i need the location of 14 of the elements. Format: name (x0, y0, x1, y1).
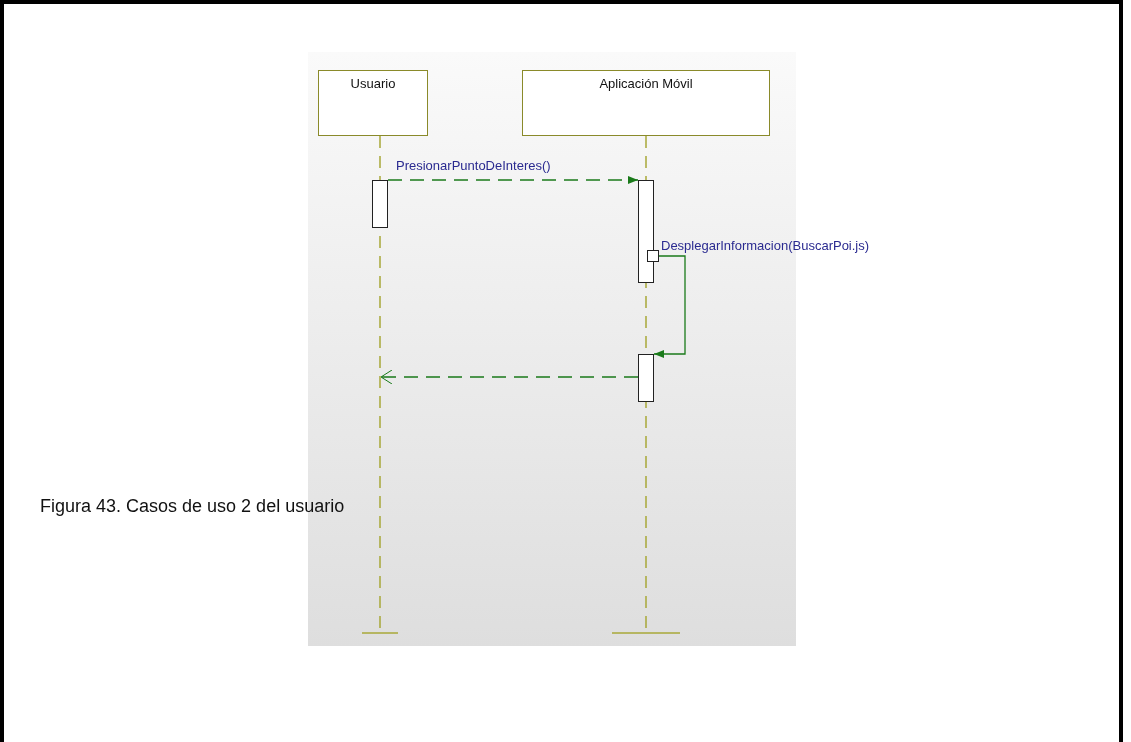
message-arrow (380, 369, 639, 385)
lifeline-box (522, 70, 770, 136)
lifeline-box (318, 70, 428, 136)
message-arrow (387, 176, 639, 184)
message-label: DesplegarInformacion(BuscarPoi.js) (661, 238, 870, 253)
figure-caption: Figura 43. Casos de uso 2 del usuario (40, 496, 345, 517)
lifeline-name: Usuario (350, 76, 396, 91)
lifeline-name: Aplicación Móvil (599, 76, 693, 91)
message-arrow (653, 255, 686, 358)
activation-bar (638, 354, 654, 402)
call-box (647, 250, 659, 262)
message-label: PresionarPuntoDeInteres() (396, 158, 551, 173)
activation-bar (372, 180, 388, 228)
activation-bar (638, 180, 654, 283)
